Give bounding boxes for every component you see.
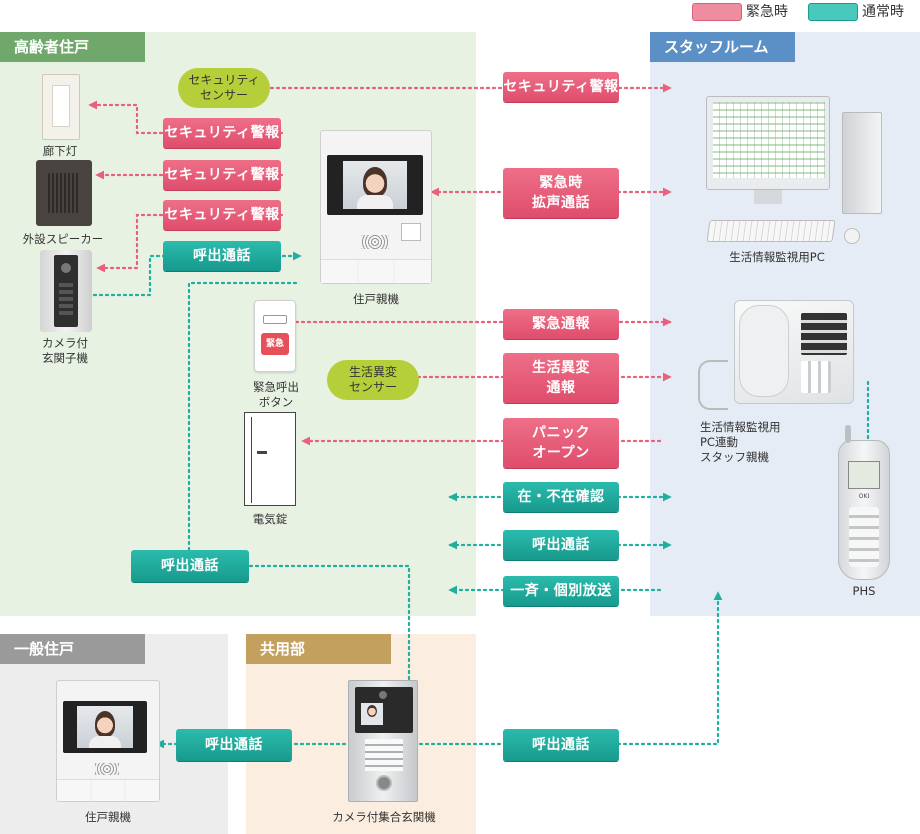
- general-master-screen-image: [77, 706, 133, 748]
- master-screen-image: [343, 161, 407, 209]
- tag-security-report-3: セキュリティ警報: [163, 200, 281, 230]
- staff-master-cord: [698, 360, 728, 410]
- master-speaker-grille: [361, 235, 389, 249]
- hallway-light-device: [42, 74, 80, 140]
- emergency-call-button-label: 緊急呼出ボタン: [253, 380, 299, 409]
- master-top-strip: [327, 136, 425, 152]
- staff-master-unit: [734, 300, 854, 404]
- security-sensor: セキュリティ センサー: [178, 68, 270, 108]
- camera-entrance-label: カメラ付玄関子機: [42, 336, 88, 365]
- monitoring-pc-label: 生活情報監視用PC: [729, 250, 825, 264]
- electric-lock-label: 電気錠: [252, 512, 288, 526]
- staff-master-panel: [801, 313, 847, 355]
- phs-keypad: [849, 507, 879, 567]
- tag-panic-open: パニックオープン: [503, 418, 619, 468]
- emergency-button-face: 緊急: [261, 333, 289, 355]
- legend-emergency-label: 緊急時: [746, 4, 788, 20]
- residence-master-unit: [320, 130, 432, 284]
- line-call-common-to-staff: [418, 591, 723, 746]
- common-entrance-label: カメラ付集合玄関機: [332, 810, 436, 824]
- staff-master-handset: [739, 305, 789, 397]
- hallway-light-label: 廊下灯: [42, 144, 78, 158]
- hallway-light-lens: [52, 85, 70, 127]
- tag-presence-check: 在・不在確認: [503, 482, 619, 512]
- monitoring-pc-monitor: [706, 96, 830, 190]
- outdoor-speaker-device: [36, 160, 92, 226]
- tag-security-report-staff: セキュリティ警報: [503, 72, 619, 102]
- general-caller-body: [89, 736, 121, 748]
- door-panel: [251, 417, 291, 503]
- line-call-3-to-entrance: [248, 564, 411, 682]
- monitoring-pc-mouse: [844, 228, 860, 244]
- master-bottom-buttons: [321, 259, 431, 283]
- general-master-screen-frame: [63, 701, 147, 753]
- phs-label: PHS: [852, 584, 876, 598]
- zone-general-title: 一般住戸: [0, 634, 145, 664]
- phs-screen: [848, 461, 880, 489]
- outdoor-speaker-label: 外設スピーカー: [22, 232, 104, 246]
- tag-call-common: 呼出通話: [503, 729, 619, 761]
- monitoring-pc-keyboard: [706, 220, 836, 242]
- master-talk-button: [401, 223, 421, 241]
- tag-call-2: 呼出通話: [503, 530, 619, 560]
- tag-life-change-report: 生活異変通報: [503, 353, 619, 403]
- camera-entrance-device: [40, 250, 92, 332]
- emergency-call-button-device: 緊急: [254, 300, 296, 372]
- caller-body: [357, 195, 393, 209]
- tag-call-1: 呼出通話: [163, 241, 281, 271]
- phs-handset: OKI: [838, 425, 890, 580]
- tag-security-report-1: セキュリティ警報: [163, 118, 281, 148]
- camera-entrance-panel: [54, 255, 78, 327]
- speaker-grille: [48, 173, 80, 213]
- common-entrance-screen: [361, 703, 383, 725]
- master-screen-frame: [327, 155, 423, 215]
- emergency-button-top-label: [263, 315, 287, 324]
- tag-call-3: 呼出通話: [131, 550, 249, 582]
- phs-antenna: [845, 425, 851, 443]
- tag-emergency-talk: 緊急時拡声通話: [503, 168, 619, 218]
- life-change-sensor: 生活異変 センサー: [327, 360, 419, 400]
- general-master-unit: [56, 680, 160, 802]
- general-master-label: 住戸親機: [85, 810, 131, 824]
- camera-lens-icon: [61, 263, 71, 273]
- phs-brand: OKI: [858, 493, 870, 500]
- tag-call-general: 呼出通話: [176, 729, 292, 761]
- residence-master-label: 住戸親機: [353, 292, 399, 306]
- monitoring-pc-tower: [842, 112, 882, 214]
- common-entrance-unit: [348, 680, 418, 802]
- tag-broadcast: 一斉・個別放送: [503, 576, 619, 606]
- common-camera-lens-icon: [379, 691, 387, 699]
- general-caller-face: [95, 711, 115, 737]
- common-entrance-keypad: [365, 739, 403, 771]
- caller-face: [363, 167, 387, 197]
- line-call-3-up: [187, 281, 302, 552]
- common-entrance-key-slot: [376, 775, 392, 791]
- legend-normal-swatch: [808, 3, 858, 21]
- pc-screen-grid: [713, 102, 825, 178]
- tag-security-report-2: セキュリティ警報: [163, 160, 281, 190]
- zone-staff-title: スタッフルーム: [650, 32, 795, 62]
- general-master-grille: [95, 763, 119, 775]
- monitoring-pc-stand: [754, 190, 782, 204]
- legend-normal-label: 通常時: [862, 4, 904, 20]
- camera-keypad: [59, 283, 73, 317]
- door-handle-icon: [257, 451, 267, 454]
- general-master-bottom-buttons: [57, 779, 159, 801]
- staff-master-keypad: [801, 361, 831, 393]
- legend-emergency-swatch: [692, 3, 742, 21]
- common-entrance-top-panel: [355, 687, 413, 733]
- zone-elderly-title: 高齢者住戸: [0, 32, 145, 62]
- common-caller-face: [367, 705, 377, 717]
- zone-common-title: 共用部: [246, 634, 391, 664]
- tag-emergency-report: 緊急通報: [503, 309, 619, 339]
- pc-screen: [713, 102, 825, 178]
- electric-lock-door: [244, 412, 296, 506]
